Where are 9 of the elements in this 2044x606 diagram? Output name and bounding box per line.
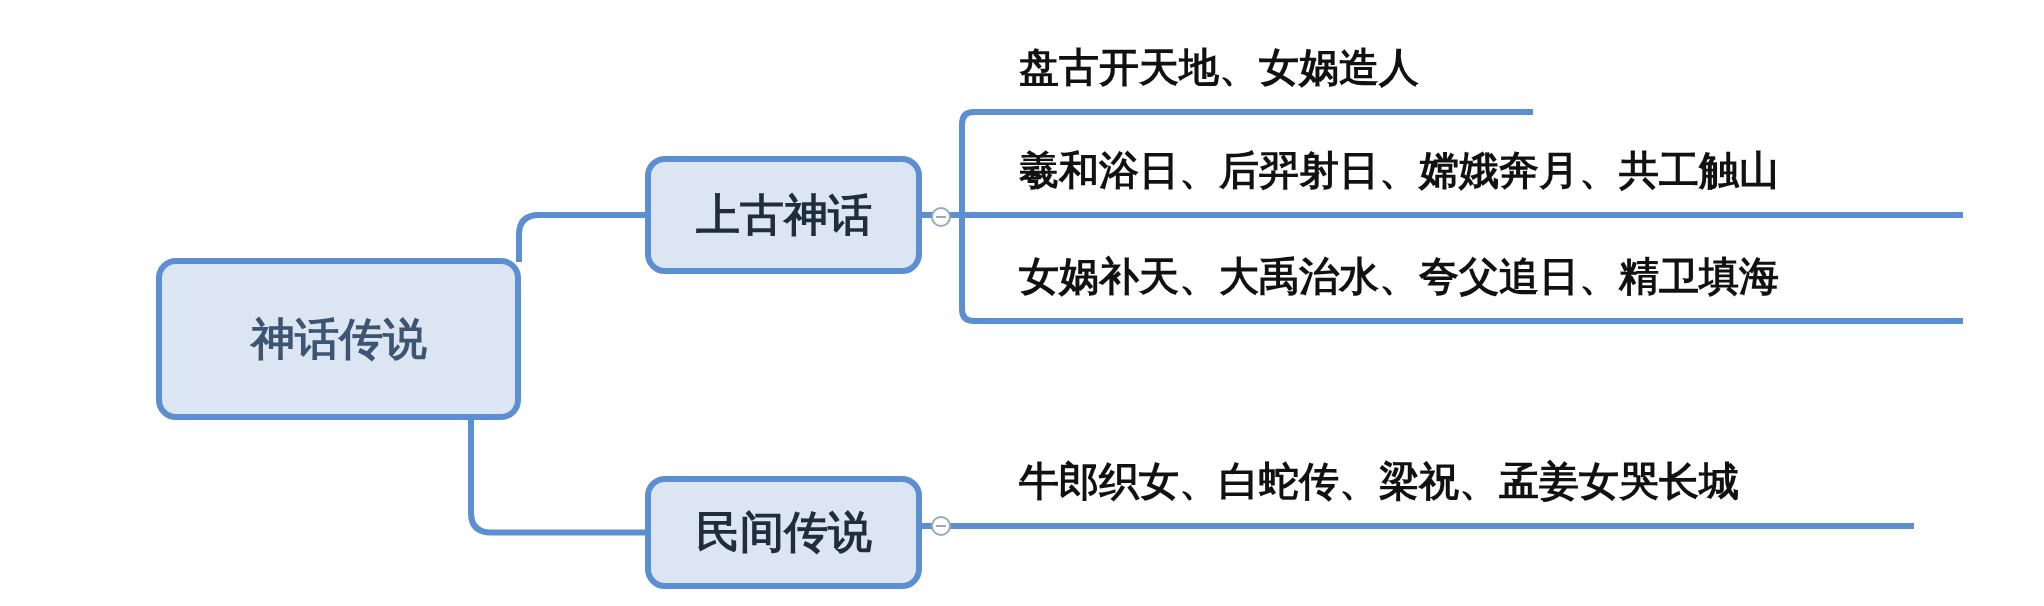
- topic-box: 民间传说: [645, 476, 922, 589]
- branch-topic: 牛郎织女、白蛇传、梁祝、孟姜女哭长城: [975, 451, 1914, 529]
- topic-box: 上古神话: [645, 156, 922, 274]
- branch-topic: 女娲补天、大禹治水、夸父追日、精卫填海: [975, 246, 1963, 324]
- root-topic-box: 神话传说: [156, 258, 521, 420]
- branch-topic: 盘古开天地、女娲造人: [975, 37, 1533, 115]
- connector-line: [516, 212, 645, 262]
- branch-topic: 羲和浴日、后羿射日、嫦娥奔月、共工触山: [975, 140, 1963, 218]
- connector-line: [468, 420, 645, 536]
